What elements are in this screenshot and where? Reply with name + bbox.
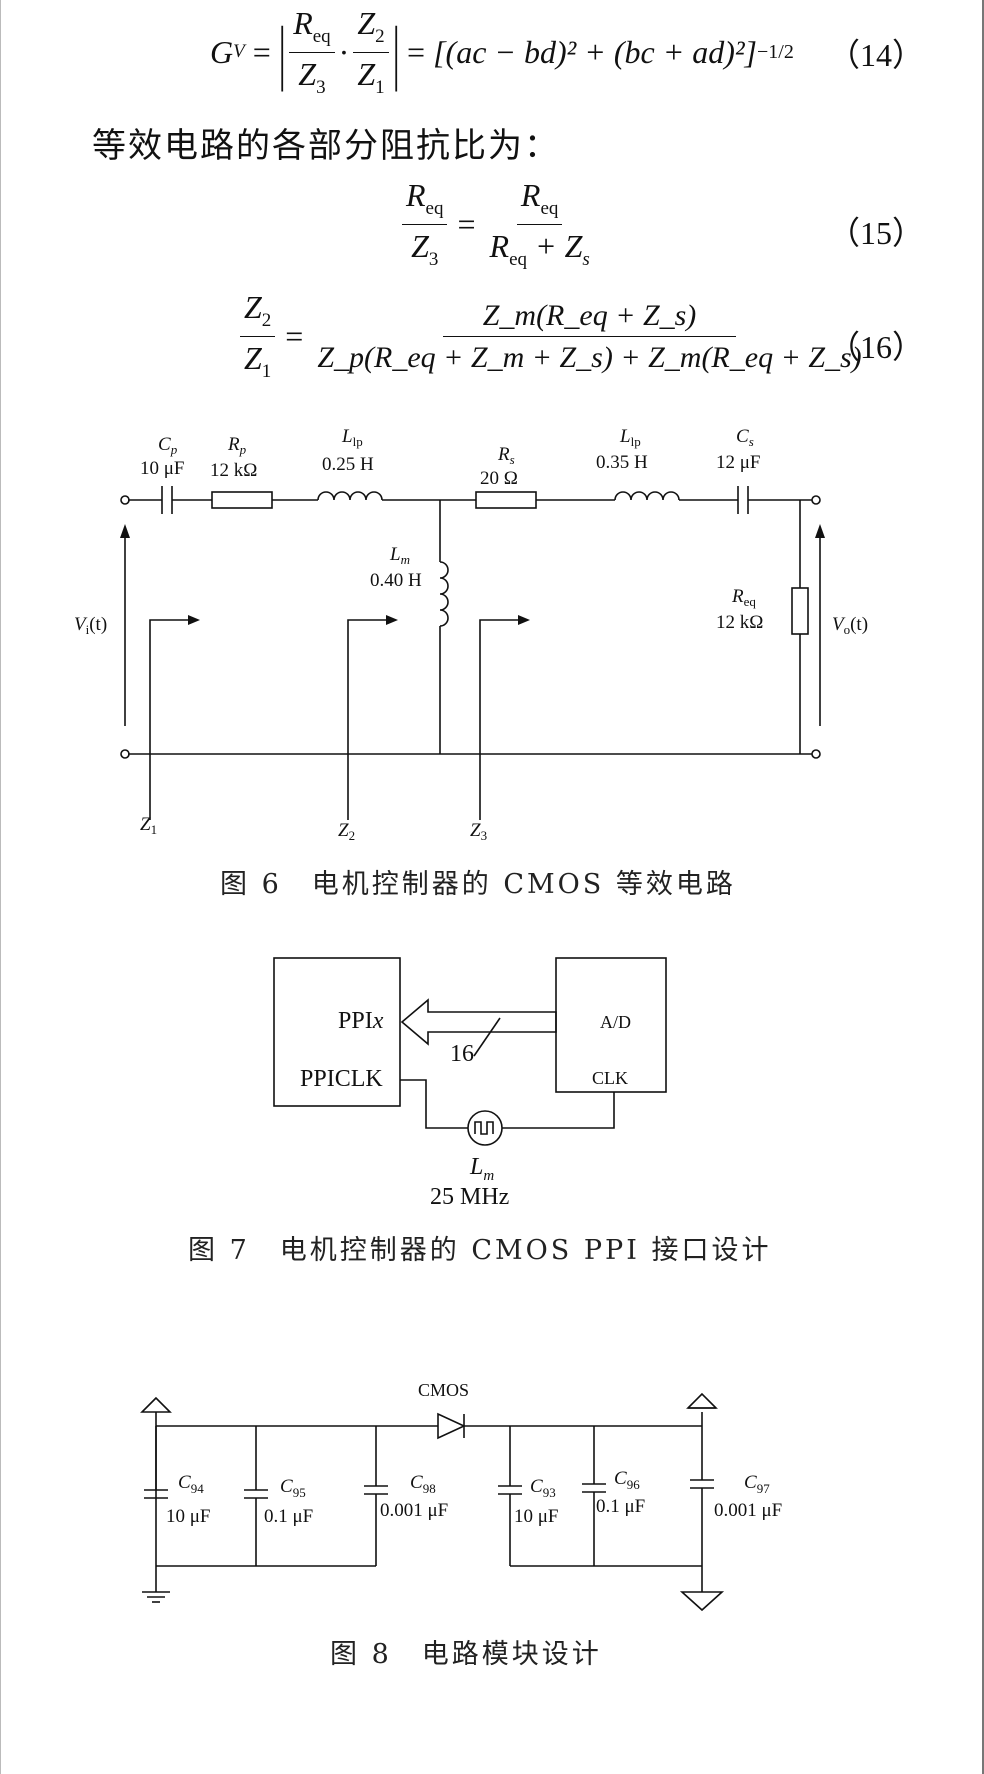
fig6-rp-label: Rp xyxy=(227,434,247,457)
fig6-lm-label: Lm xyxy=(389,544,410,567)
figure-8-circuit: CMOS C94 10 μF C95 0.1 μF C98 0.001 μF C… xyxy=(140,1380,782,1612)
fig6-cs-value: 12 μF xyxy=(716,452,761,473)
fig8-c95-value: 0.1 μF xyxy=(264,1506,313,1527)
fig8-c94-label: C94 xyxy=(178,1472,204,1496)
fig7-osc-label: Lm xyxy=(469,1154,494,1184)
fig6-rs-value: 20 Ω xyxy=(480,468,518,489)
fig6-l1-value: 0.25 H xyxy=(322,454,374,475)
fig6-cp-value: 10 μF xyxy=(140,458,185,479)
fig6-z2-label: Z2 xyxy=(338,820,355,840)
eq14-frac-b: Z2 Z1 xyxy=(353,5,389,99)
equation-15-number: （15） xyxy=(827,215,924,251)
fig7-ppiclk-label: PPICLK xyxy=(300,1066,383,1092)
page-left-edge xyxy=(0,0,1,1774)
fig8-c96-value: 0.1 μF xyxy=(596,1496,645,1517)
fig6-rp-value: 12 kΩ xyxy=(210,460,257,481)
fig6-vout-label: Vo(t) xyxy=(832,614,868,637)
fig8-c97-value: 0.001 μF xyxy=(714,1500,782,1521)
paragraph-text: 等效电路的各部分阻抗比为： xyxy=(92,126,560,166)
eq14-rhs: [(ac − bd)² + (bc + ad)²] xyxy=(433,33,757,70)
figure-8-caption: 图 8 电路模块设计 xyxy=(330,1639,602,1670)
equation-16: Z2 Z1 = Z_m(R_eq + Z_s) Z_p(R_eq + Z_m +… xyxy=(236,289,870,383)
figure-7-caption: 图 7 电机控制器的 CMOS PPI 接口设计 xyxy=(188,1235,772,1266)
page-right-edge xyxy=(982,0,984,1774)
fig7-bus-width: 16 xyxy=(450,1041,474,1067)
equation-16-number: （16） xyxy=(827,329,924,365)
fig8-c98-value: 0.001 μF xyxy=(380,1500,448,1521)
fig8-c94-value: 10 μF xyxy=(166,1506,211,1527)
eq14-lhs: G xyxy=(210,33,234,70)
equation-15: Req Z3 = Req Req + Zs xyxy=(398,177,598,271)
equation-14-number: （14） xyxy=(827,37,924,73)
figure-7-interface: PPIx PPICLK A/D CLK 16 Lm 25 MHz xyxy=(273,957,667,1210)
fig6-lm-value: 0.40 H xyxy=(370,570,422,591)
fig6-l2-value: 0.35 H xyxy=(596,452,648,473)
fig7-ppix-label: PPIx xyxy=(338,1008,384,1034)
fig6-req-value: 12 kΩ xyxy=(716,612,763,633)
eq14-exponent: −1/2 xyxy=(757,40,794,63)
fig6-z1-label: Z1 xyxy=(140,814,157,837)
fig7-ad-label: A/D xyxy=(600,1012,631,1032)
fig6-z3-label: Z3 xyxy=(470,820,487,840)
fig6-l1-label: Llp xyxy=(341,426,363,449)
fig6-cp-label: Cp xyxy=(158,434,178,457)
fig6-vin-label: Vi(t) xyxy=(74,614,107,637)
figure-6-circuit: Cp 10 μF Rp 12 kΩ Llp 0.25 H Rs 20 Ω Llp… xyxy=(74,426,868,840)
fig6-req-label: Req xyxy=(731,586,756,609)
fig6-rs-label: Rs xyxy=(497,444,515,467)
fig6-l2-label: Llp xyxy=(619,426,641,449)
fig8-c97-label: C97 xyxy=(744,1472,770,1496)
fig8-c95-label: C95 xyxy=(280,1476,306,1500)
fig8-c93-label: C93 xyxy=(530,1476,556,1500)
fig6-cs-label: Cs xyxy=(736,426,754,449)
eq14-lhs-sub: V xyxy=(233,41,245,62)
fig8-diode-label: CMOS xyxy=(418,1380,469,1400)
fig8-c96-label: C96 xyxy=(614,1468,640,1492)
fig7-clk-label: CLK xyxy=(592,1068,628,1088)
fig8-c93-value: 10 μF xyxy=(514,1506,559,1527)
fig8-c98-label: C98 xyxy=(410,1472,436,1496)
figure-6-caption: 图 6 电机控制器的 CMOS 等效电路 xyxy=(220,869,736,900)
fig7-osc-freq: 25 MHz xyxy=(430,1184,509,1210)
eq14-frac-a: Req Z3 xyxy=(289,5,335,99)
